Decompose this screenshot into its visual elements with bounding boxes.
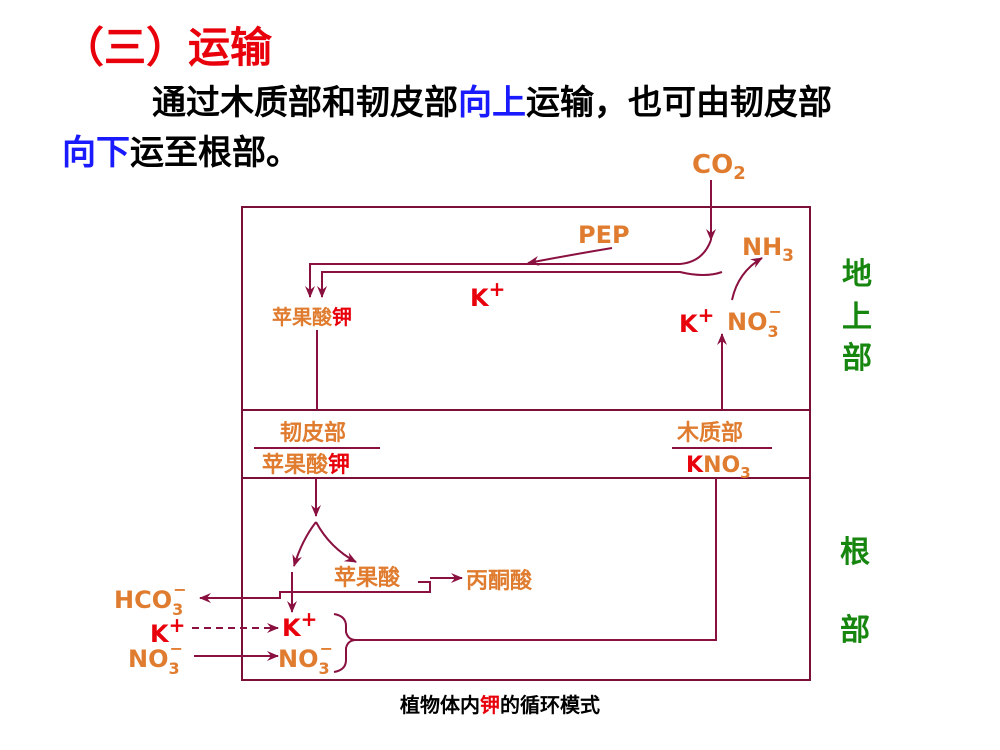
no3-root: NO3− (278, 639, 333, 678)
no3-right: NO3− (727, 302, 782, 341)
xylem-content: KNO3 (686, 453, 751, 482)
k-plus-right: K+ (679, 303, 714, 338)
xylem-label: 木质部 (676, 420, 743, 446)
nitrate-reduction-arrow (731, 257, 763, 301)
region-shoot-3: 部 (842, 341, 872, 376)
co2-label: CO2 (692, 150, 746, 184)
phloem-label: 韧皮部 (280, 420, 346, 446)
hco3-label: HCO3− (114, 580, 187, 619)
malate-k-top: 苹果酸钾 (272, 305, 352, 329)
carboxylation-flow-arrow (305, 239, 712, 298)
grouping-brace (333, 613, 357, 673)
region-root-1: 根 (840, 535, 870, 570)
k-plus-top: K+ (470, 277, 505, 312)
slide-title: （三）运输 (62, 23, 273, 72)
cation-flow-arrow (317, 271, 723, 298)
diagram-frame (241, 206, 811, 681)
text-segment: 通过木质部和韧皮部 (152, 83, 458, 123)
text-highlight-up: 向上 (458, 83, 526, 123)
k-plus-root: K+ (282, 607, 317, 642)
region-shoot-1: 地 (842, 257, 872, 292)
split-arrow-left (292, 521, 317, 567)
pep-label: PEP (578, 221, 630, 249)
text-highlight-down: 向下 (62, 133, 130, 173)
text-segment: 运输，也可由韧皮部 (526, 83, 832, 123)
phloem-content: 苹果酸钾 (262, 453, 350, 478)
region-shoot-2: 上 (842, 300, 872, 335)
region-root-2: 部 (840, 613, 870, 648)
root-to-xylem-line (356, 478, 717, 641)
malic-acid-label: 苹果酸 (334, 566, 401, 591)
k-plus-root-left: K+ (150, 613, 185, 648)
text-segment: 运至根部。 (130, 133, 300, 173)
slide-body-text: 通过木质部和韧皮部向上运输，也可由韧皮部 向下运至根部。 (62, 78, 962, 178)
no3-root-left: NO3− (128, 639, 183, 678)
pyruvate-label: 丙酮酸 (466, 569, 533, 594)
nh3-label: NH3 (742, 233, 794, 266)
split-arrow-right (315, 521, 357, 563)
pep-arrow (527, 247, 613, 266)
diagram-caption: 植物体内钾的循环模式 (400, 693, 600, 717)
